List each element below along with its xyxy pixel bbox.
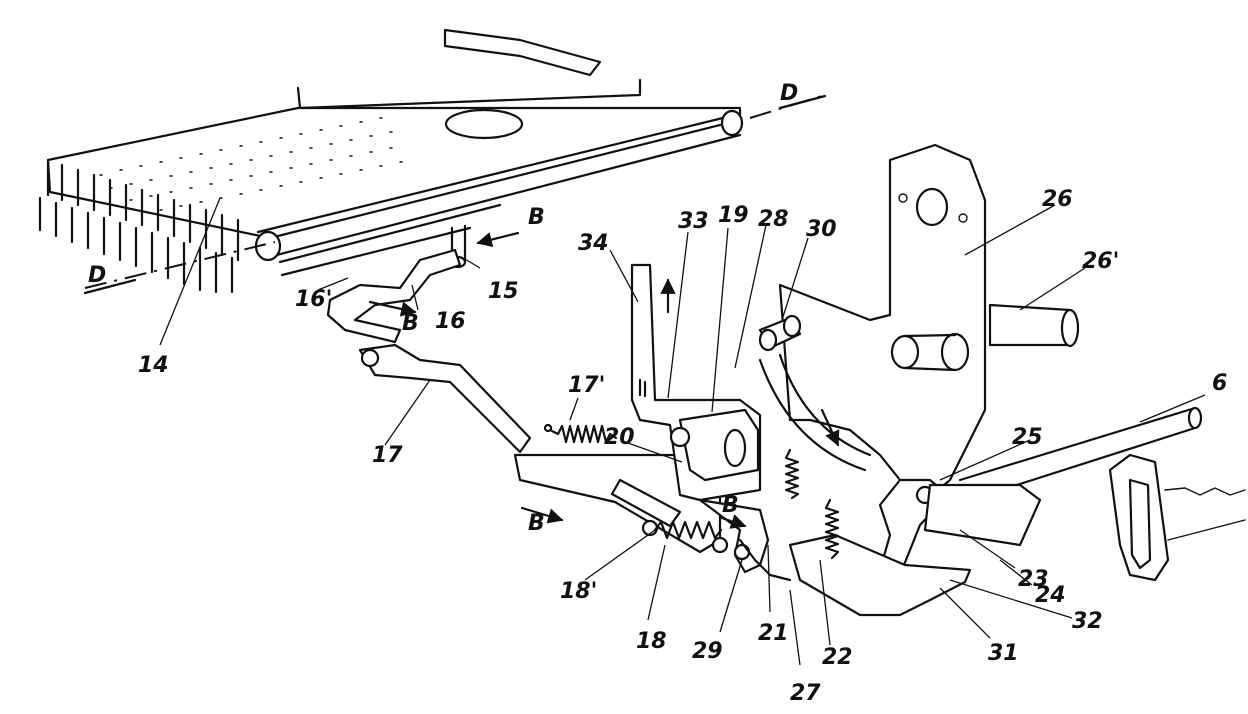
label-19: 19	[718, 203, 749, 228]
label-20: 20	[604, 425, 635, 450]
label-28: 28	[758, 207, 789, 232]
lever-17	[358, 343, 532, 454]
comb-teeth	[38, 158, 240, 294]
axis-underline-left	[83, 278, 137, 295]
label-15: 15	[488, 279, 519, 304]
label-16p: 16'	[295, 287, 332, 312]
axis-line-d-right	[749, 94, 826, 119]
label-21: 21	[758, 621, 789, 646]
label-b-bottom: B	[528, 511, 545, 536]
label-33: 33	[678, 209, 709, 234]
link-23-25	[878, 478, 1042, 577]
label-32: 32	[1072, 609, 1103, 634]
label-30: 30	[806, 217, 837, 242]
arrow-arc	[820, 408, 840, 447]
right-base-line	[1167, 519, 1246, 541]
label-b-pawl: B	[722, 493, 739, 518]
cam-16	[326, 248, 462, 344]
arrow-b-cam	[368, 300, 417, 317]
arrow-b-pawl	[720, 514, 747, 529]
label-axis-d-left: D	[88, 263, 106, 288]
torn-edge	[1164, 487, 1246, 496]
rod-6	[958, 406, 1203, 502]
label-31: 31	[988, 641, 1019, 666]
leader-lines	[159, 197, 1206, 666]
perforation-dots	[99, 117, 403, 211]
reference-labels: 14 15 16 16' 17 17' 18 18' 19 20 21 22 2…	[88, 81, 1227, 706]
loop-lever	[1108, 453, 1170, 582]
plate-26	[778, 143, 987, 507]
label-17p: 17'	[568, 373, 605, 398]
label-18p: 18'	[560, 579, 597, 604]
label-14: 14	[138, 353, 169, 378]
label-22: 22	[822, 645, 853, 670]
label-34: 34	[578, 231, 609, 256]
perforated-plate-14	[38, 28, 744, 294]
label-26p: 26'	[1082, 249, 1119, 274]
shaft-26p	[988, 303, 1080, 348]
axis-underline-right	[778, 94, 827, 110]
label-23: 23	[1018, 567, 1049, 592]
axis-line-d	[84, 241, 276, 289]
spring-22	[824, 498, 840, 560]
bracket-33-34	[630, 263, 762, 502]
pin-30	[758, 314, 802, 352]
spring-17p	[548, 424, 618, 444]
label-16: 16	[435, 309, 466, 334]
label-25: 25	[1012, 425, 1043, 450]
label-17: 17	[372, 443, 403, 468]
label-29: 29	[692, 639, 723, 664]
label-26: 26	[1042, 187, 1073, 212]
arm-31	[738, 533, 972, 617]
arrow-b-top	[476, 231, 520, 248]
label-27: 27	[790, 681, 821, 706]
spring-28	[784, 448, 800, 500]
label-b-top: B	[528, 205, 545, 230]
label-18: 18	[636, 629, 667, 654]
label-axis-d-right: D	[780, 81, 798, 106]
label-6: 6	[1212, 371, 1227, 396]
label-b-cam: B	[402, 311, 419, 336]
arc-guide-inner	[778, 353, 872, 457]
spring-17p-anchor	[543, 423, 553, 433]
label-24: 24	[1035, 583, 1066, 608]
arc-guide	[758, 358, 867, 472]
arrow-b-bottom	[520, 506, 564, 524]
